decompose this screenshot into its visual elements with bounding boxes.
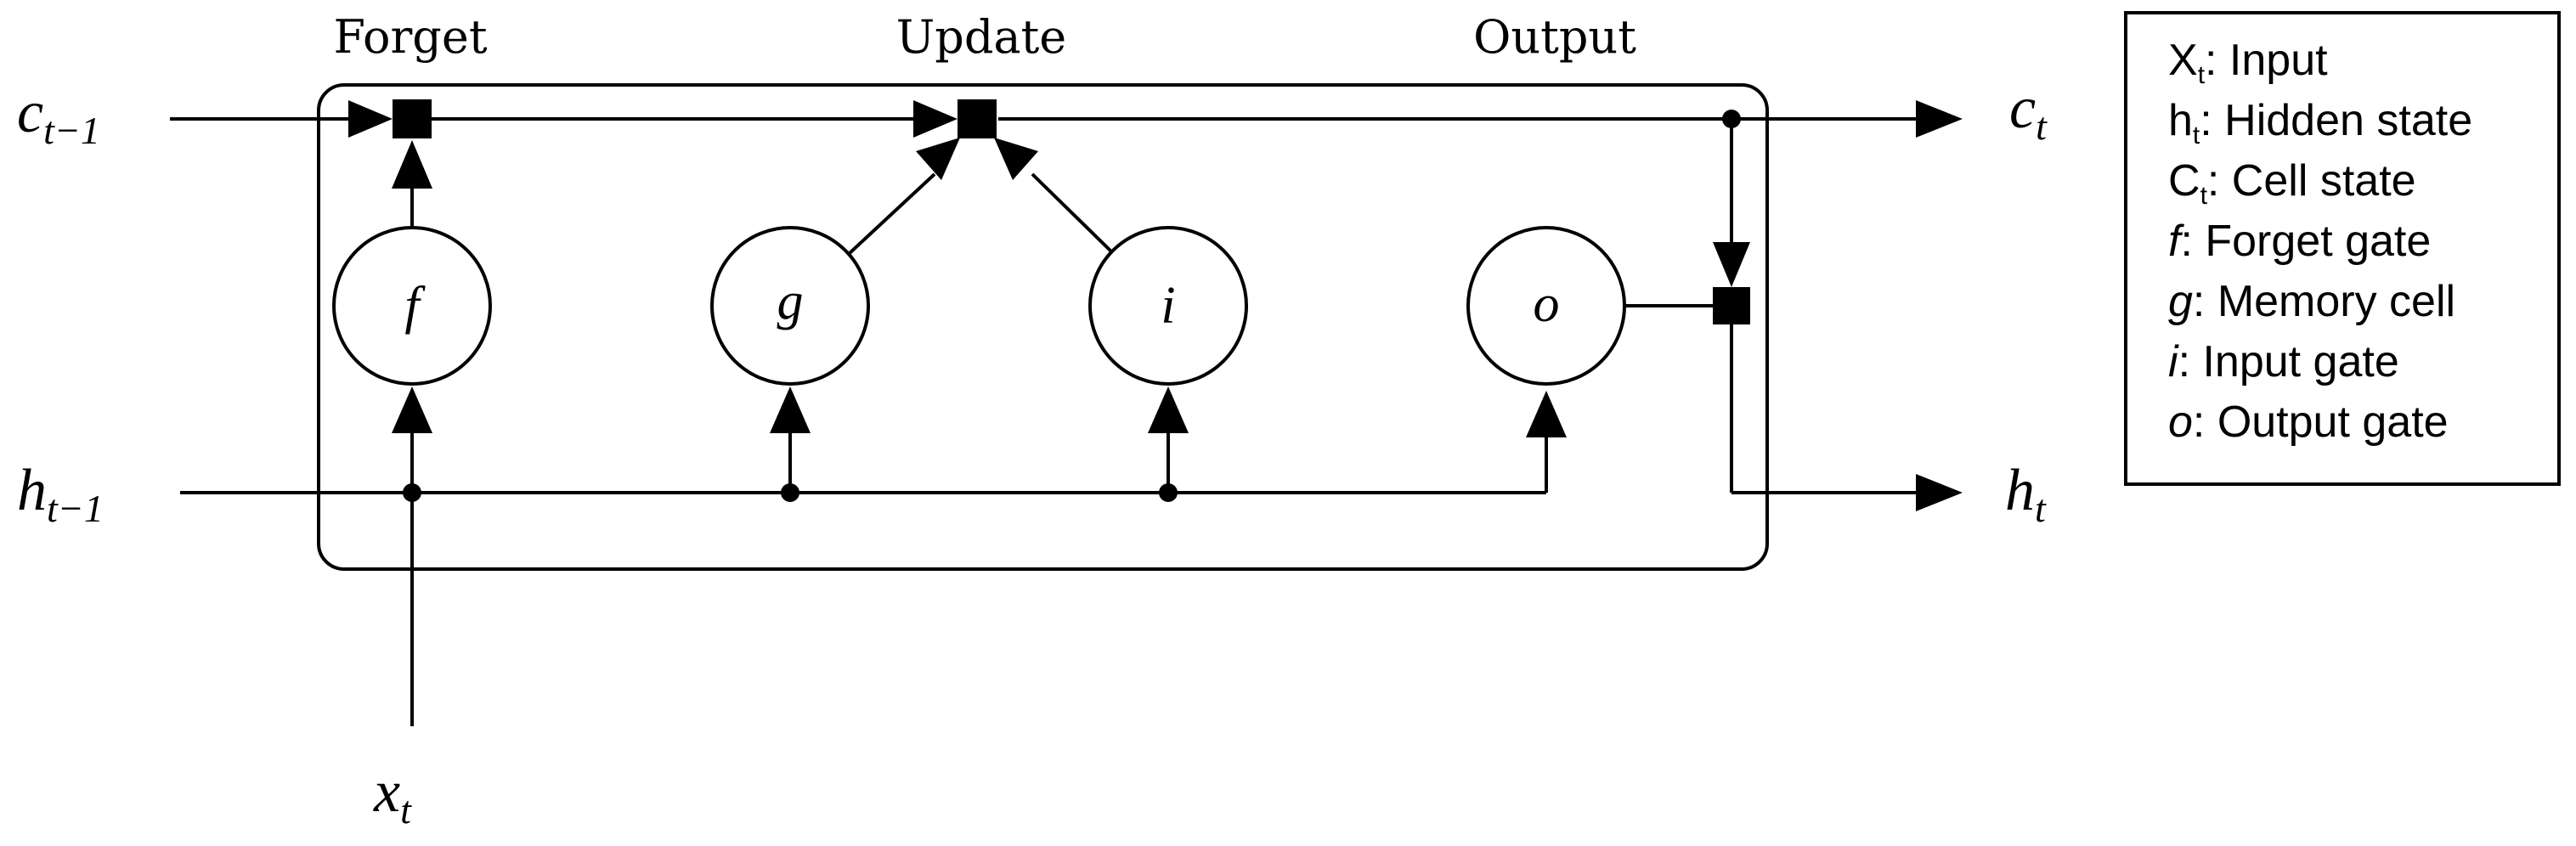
legend-symbol: o bbox=[2168, 398, 2193, 447]
signal-c-next-base: c bbox=[2009, 76, 2036, 141]
arrowhead-into-forget-multiply bbox=[348, 100, 393, 138]
legend-description: : Input gate bbox=[2178, 337, 2399, 386]
signal-x: xt bbox=[373, 759, 412, 832]
legend-symbol-subscript: t bbox=[2200, 182, 2208, 210]
legend-description: : Memory cell bbox=[2193, 277, 2455, 326]
legend-description: : Input bbox=[2205, 36, 2328, 85]
signal-h-next: ht bbox=[2005, 458, 2047, 530]
legend-symbol-subscript: t bbox=[2193, 121, 2200, 149]
legend-description: : Hidden state bbox=[2200, 96, 2472, 145]
arrowhead-into-update-add bbox=[913, 100, 958, 138]
arrowhead-into-memory-gate bbox=[770, 386, 811, 433]
legend-entry-c: Ct: Cell state bbox=[2168, 156, 2416, 210]
legend-description: : Output gate bbox=[2193, 398, 2449, 447]
arrowhead-memory-to-update bbox=[916, 138, 960, 180]
signal-x-sub: t bbox=[400, 788, 412, 832]
input-gate-label: i bbox=[1161, 277, 1175, 335]
arrowhead-forget-to-multiply bbox=[392, 140, 432, 189]
signal-c-prev: ct−1 bbox=[17, 80, 100, 152]
output-gate-label: o bbox=[1534, 275, 1560, 333]
legend-symbol: h bbox=[2168, 96, 2193, 145]
legend-description: : Cell state bbox=[2207, 156, 2416, 206]
input-gate-out-wire bbox=[1031, 172, 1115, 255]
legend-entry-g: g: Memory cell bbox=[2168, 277, 2455, 326]
legend-symbol-subscript: t bbox=[2198, 61, 2206, 89]
legend-entry-o: o: Output gate bbox=[2168, 398, 2449, 447]
stage-label-update: Update bbox=[896, 10, 1067, 64]
signal-x-base: x bbox=[373, 759, 400, 825]
input-gate bbox=[1088, 226, 1248, 386]
signal-c-next: ct bbox=[2009, 76, 2048, 148]
stage-label-output: Output bbox=[1473, 10, 1636, 64]
forget-gate bbox=[332, 226, 492, 386]
legend-entry-x: Xt: Input bbox=[2168, 36, 2328, 89]
arrowhead-into-input-gate bbox=[1148, 386, 1189, 433]
legend-symbol: g bbox=[2168, 277, 2193, 326]
output-multiply-node bbox=[1713, 287, 1750, 324]
arrowhead-cell-state-out bbox=[1916, 100, 1963, 138]
memory-gate-out-wire bbox=[848, 172, 936, 255]
arrowhead-tap-to-output-multiply bbox=[1713, 242, 1750, 287]
signal-h-prev: ht−1 bbox=[17, 458, 104, 530]
legend-entry-i: i: Input gate bbox=[2168, 337, 2399, 386]
signal-h-prev-base: h bbox=[17, 458, 47, 523]
arrowhead-input-to-update bbox=[994, 138, 1038, 180]
legend-symbol: f bbox=[2168, 217, 2184, 266]
forget-multiply-node bbox=[393, 99, 432, 138]
memory-gate bbox=[710, 226, 870, 386]
arrowhead-into-forget-gate bbox=[392, 386, 432, 433]
signal-h-prev-sub: t−1 bbox=[47, 487, 104, 530]
signal-c-prev-base: c bbox=[17, 80, 43, 145]
legend-symbol: X bbox=[2168, 36, 2198, 85]
signal-c-next-sub: t bbox=[2036, 104, 2048, 148]
lstm-cell-boundary bbox=[317, 83, 1769, 571]
legend-entry-h: ht: Hidden state bbox=[2168, 96, 2472, 149]
arrowhead-hidden-state-out bbox=[1916, 474, 1963, 511]
signal-h-next-sub: t bbox=[2035, 487, 2047, 530]
legend-box bbox=[2124, 11, 2561, 486]
signal-c-prev-sub: t−1 bbox=[43, 109, 100, 152]
legend-symbol: i bbox=[2168, 337, 2179, 386]
legend-entry-f: f: Forget gate bbox=[2168, 217, 2431, 266]
legend-symbol: C bbox=[2168, 156, 2200, 206]
signal-h-next-base: h bbox=[2005, 458, 2035, 523]
memory-gate-label: g bbox=[777, 273, 804, 330]
output-gate bbox=[1466, 226, 1626, 386]
arrowhead-into-output-gate bbox=[1526, 391, 1567, 437]
update-add-node bbox=[958, 99, 997, 138]
legend-description: : Forget gate bbox=[2180, 217, 2431, 266]
stage-label-forget: Forget bbox=[333, 10, 487, 64]
